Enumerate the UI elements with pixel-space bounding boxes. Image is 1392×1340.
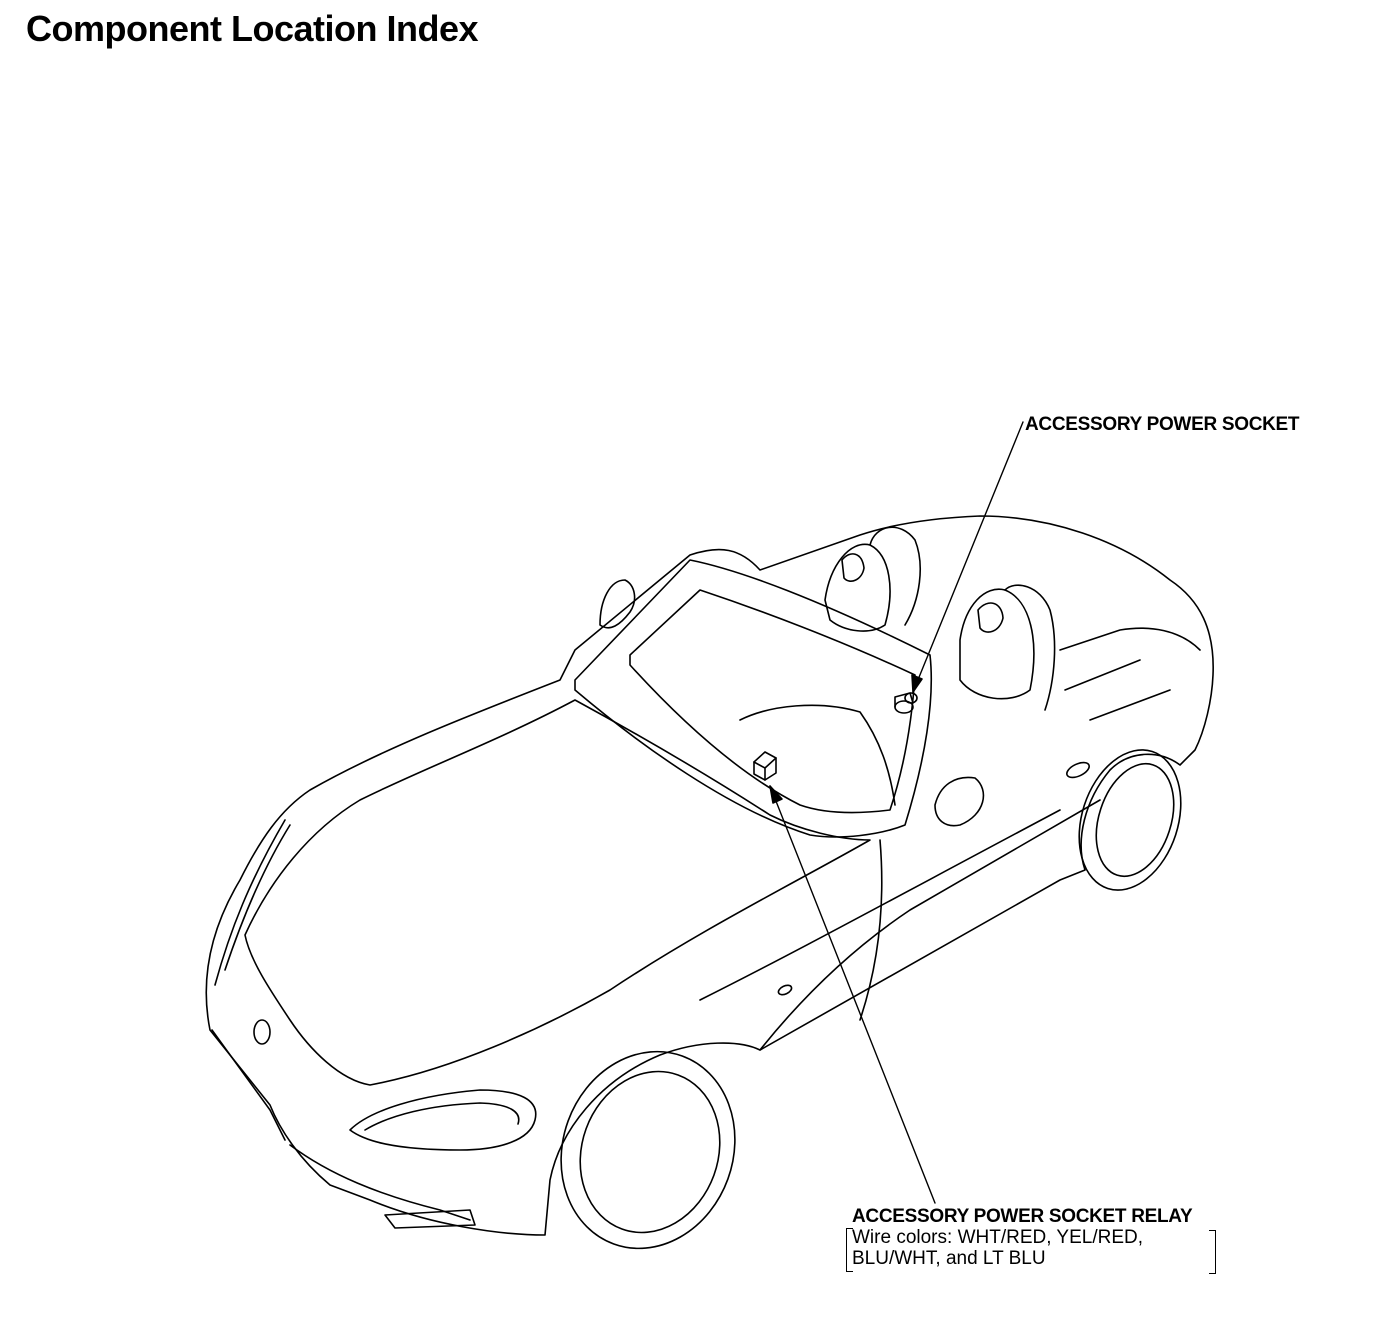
car-headlight — [349, 1089, 537, 1151]
socket-relay-arrowhead — [769, 785, 783, 804]
car-seat-left-head — [841, 553, 865, 582]
car-windshield-inner — [629, 589, 916, 814]
note-bracket-left — [846, 1228, 853, 1272]
power-socket-component — [894, 692, 918, 714]
car-emblem — [253, 1019, 271, 1045]
socket-relay-label: ACCESSORY POWER SOCKET RELAY — [852, 1206, 1193, 1227]
car-front-wheel-rim — [579, 1070, 721, 1234]
note-bracket-right — [1209, 1230, 1216, 1274]
page-title: Component Location Index — [26, 8, 479, 49]
car-windshield — [574, 559, 933, 838]
car-side-marker — [777, 984, 793, 996]
car-side-crease — [699, 809, 1061, 1001]
power-socket-label: ACCESSORY POWER SOCKET — [1025, 414, 1300, 435]
socket-relay-note-line1: Wire colors: WHT/RED, YEL/RED, — [852, 1227, 1144, 1248]
car-door-line — [759, 799, 1101, 1051]
socket-relay-leader-line — [769, 785, 936, 1204]
car-headlight-inner — [364, 1102, 520, 1131]
car-rear-wheel — [1078, 749, 1182, 891]
car-dash — [739, 704, 896, 806]
car-mirror-right — [934, 776, 985, 827]
car-seat-left — [824, 543, 891, 632]
car-rear-marker — [1066, 761, 1090, 779]
car-rollbar-left — [869, 526, 921, 626]
power-socket-leader-line — [912, 421, 1024, 693]
car-front-wheel — [560, 1050, 736, 1250]
car-body-outline — [205, 515, 1214, 1236]
car-bumper — [211, 1029, 471, 1221]
car-mirror-left — [599, 579, 636, 629]
car-hood-crease — [214, 819, 291, 986]
car-rollbar-right — [1004, 584, 1056, 711]
car-rear-wheel-rim — [1095, 762, 1175, 878]
power-socket-arrowhead — [911, 674, 923, 693]
car-hood — [244, 699, 871, 1086]
car-rear-deck — [1059, 627, 1201, 721]
car-fog-light — [384, 1209, 476, 1229]
car-seat-right — [959, 588, 1035, 700]
car-seat-right-head — [977, 602, 1004, 633]
socket-relay-component — [753, 751, 777, 781]
socket-relay-note-line2: BLU/WHT, and LT BLU — [852, 1248, 1046, 1269]
